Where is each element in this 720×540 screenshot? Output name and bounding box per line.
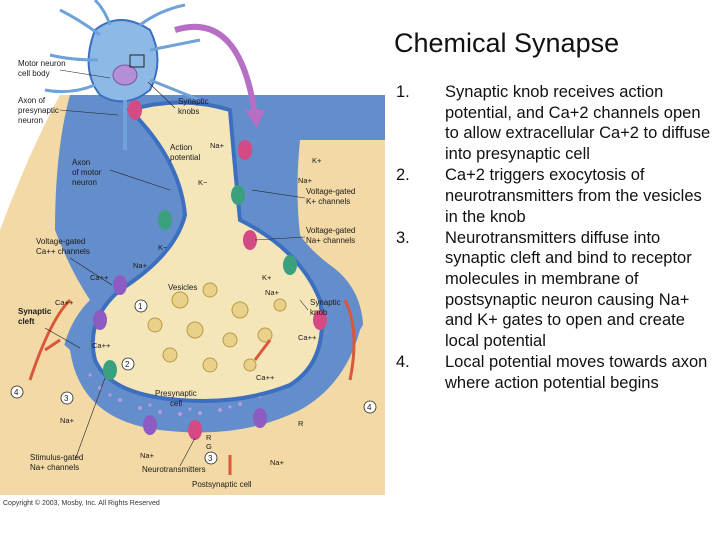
curved-arrow [174, 23, 258, 116]
label-vg-ca-2: Ca++ channels [36, 247, 90, 256]
ion-g: G [206, 442, 212, 451]
list-item: 2. Ca+2 triggers exocytosis of neurotran… [396, 165, 716, 227]
ion-ca-5: Ca++ [256, 373, 275, 382]
label-axon-motor-2: of motor [72, 168, 102, 177]
steps-list: 1. Synaptic knob receives action potenti… [396, 82, 716, 394]
step-text: Local potential moves towards axon where… [445, 353, 708, 392]
marker-1a: 1 [138, 302, 143, 311]
label-axon-pre-2: presynaptic [18, 106, 59, 115]
label-vg-na-1: Voltage-gated [306, 226, 355, 235]
ion-ca-4: Ca++ [298, 333, 317, 342]
ion-na-4: Na+ [265, 288, 280, 297]
curved-arrow-head [245, 110, 265, 128]
step-number: 1. [396, 83, 410, 101]
ion-r-1: R [206, 433, 212, 442]
ion-r-2: R [298, 419, 304, 428]
label-synaptic-knobs-1: Synaptic [178, 97, 209, 106]
label-synaptic-knobs-2: knobs [178, 107, 199, 116]
label-postsynaptic-cell: Postsynaptic cell [192, 480, 252, 489]
label-presynaptic-1: Presynaptic [155, 389, 197, 398]
copyright-notice: Copyright © 2003, Mosby, Inc. All Rights… [3, 499, 160, 507]
label-motor-neuron-1: Motor neuron [18, 59, 66, 68]
ion-k-4: K+ [262, 273, 272, 282]
nucleus [112, 64, 138, 86]
ion-ca-2: Ca++ [55, 298, 74, 307]
label-synaptic-knob-1: Synaptic [310, 298, 341, 307]
ion-k-1: K+ [312, 156, 322, 165]
label-synaptic-cleft-2: cleft [18, 317, 35, 326]
page-title: Chemical Synapse [394, 28, 620, 58]
label-presynaptic-2: cell [170, 399, 182, 408]
ion-na-2: Na+ [298, 176, 313, 185]
chemical-synapse-diagram: 1 2 3 4 4 3 Motor neuron cell body Axon … [0, 0, 385, 507]
step-number: 2. [396, 166, 410, 185]
marker-3a: 3 [64, 394, 69, 403]
ion-na-7: Na+ [270, 458, 285, 467]
step-markers [10, 299, 377, 465]
label-action-potential-2: potential [170, 153, 200, 162]
label-axon-motor-1: Axon [72, 158, 90, 167]
postsynaptic-cell-shape [0, 305, 385, 495]
label-vg-na-2: Na+ channels [306, 236, 355, 245]
ion-k-2: K− [198, 178, 208, 187]
ion-na-1: Na+ [210, 141, 225, 150]
vesicles-group [147, 282, 287, 373]
step-number: 3. [396, 228, 410, 247]
step-text: Ca+2 triggers exocytosis of neurotransmi… [445, 166, 702, 226]
label-axon-pre-3: neuron [18, 116, 43, 125]
channels [93, 100, 327, 440]
list-item: 1. Synaptic knob receives action potenti… [396, 82, 716, 165]
label-stimulus-gated-1: Stimulus-gated [30, 453, 83, 462]
leader-lines [44, 69, 309, 467]
motor-neuron-cell-body [87, 19, 159, 103]
label-action-potential-1: Action [170, 143, 192, 152]
list-item: 4. Local potential moves towards axon wh… [396, 352, 716, 393]
list-item: 3. Neurotransmitters diffuse into synapt… [396, 228, 716, 352]
label-vesicles: Vesicles [168, 283, 197, 292]
label-neurotransmitters: Neurotransmitters [142, 465, 206, 474]
marker-4a: 4 [14, 388, 19, 397]
label-motor-neuron-2: cell body [18, 69, 50, 78]
flow-arrows [28, 298, 356, 475]
step-text: Neurotransmitters diffuse into synaptic … [445, 228, 692, 351]
marker-2: 2 [125, 360, 130, 369]
dendrites [44, 0, 201, 102]
label-vg-k-2: K+ channels [306, 197, 350, 206]
label-axon-pre-1: Axon of [18, 96, 46, 105]
label-synaptic-knob-2: knob [310, 308, 328, 317]
step-number: 4. [396, 353, 410, 372]
zoom-box [129, 54, 145, 68]
ion-ca-1: Ca++ [90, 273, 109, 282]
ion-na-6: Na+ [140, 451, 155, 460]
step-text: Synaptic knob receives action potential,… [445, 83, 711, 164]
label-stimulus-gated-2: Na+ channels [30, 463, 79, 472]
marker-4b: 4 [367, 403, 372, 412]
ion-k-3: K− [158, 243, 168, 252]
ion-na-3: Na+ [133, 261, 148, 270]
ion-ca-3: Ca++ [92, 341, 111, 350]
ion-na-5: Na+ [60, 416, 75, 425]
label-vg-ca-1: Voltage-gated [36, 237, 85, 246]
marker-3b: 3 [208, 454, 213, 463]
label-synaptic-cleft-1: Synaptic [18, 307, 52, 316]
label-vg-k-1: Voltage-gated [306, 187, 355, 196]
label-axon-motor-3: neuron [72, 178, 97, 187]
